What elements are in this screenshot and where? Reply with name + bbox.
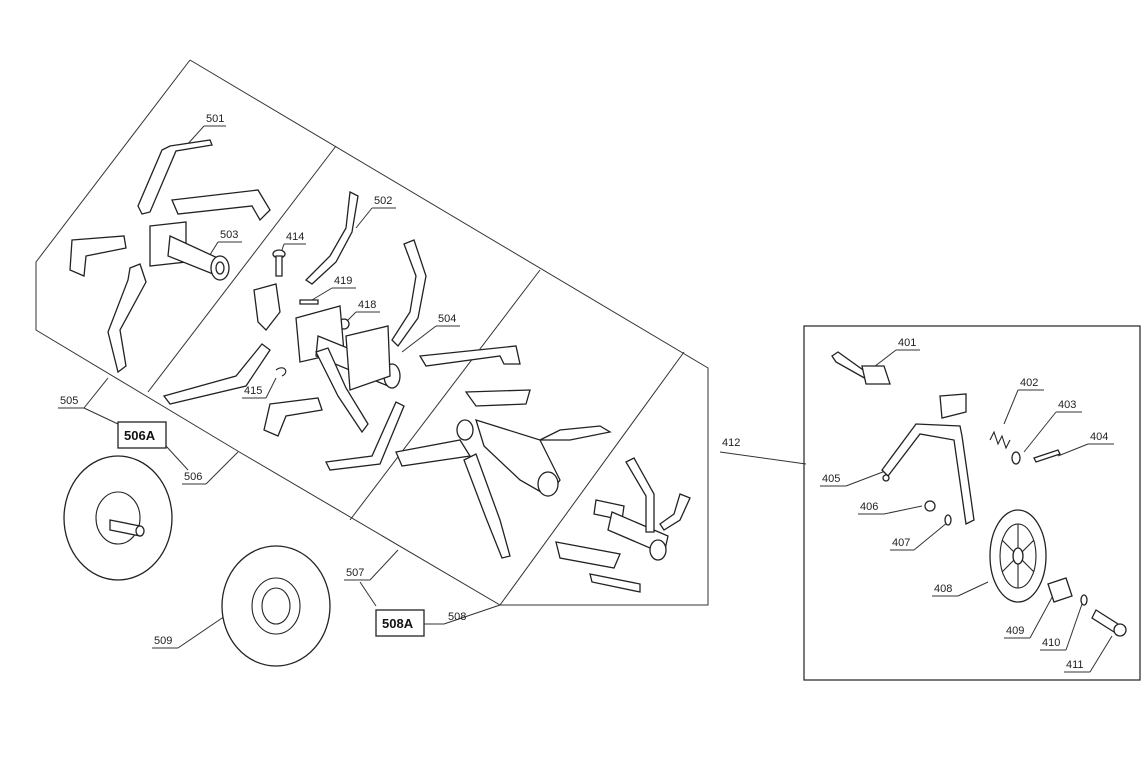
label-509: 509 (154, 635, 172, 647)
handle-401 (831, 351, 891, 385)
label-411: 411 (1066, 659, 1084, 671)
clip-415 (275, 367, 287, 377)
label-404: 404 (1090, 431, 1108, 443)
label-503: 503 (220, 229, 238, 241)
label-504: 504 (438, 313, 456, 325)
label-403: 403 (1058, 399, 1076, 411)
tine-bracket-lower-center (263, 397, 323, 437)
label-502: 502 (374, 195, 392, 207)
spring-402 (989, 430, 1011, 450)
label-507: 507 (346, 567, 364, 579)
spacer-409 (1047, 577, 1073, 603)
label-414: 414 (286, 231, 304, 243)
pin-419 (299, 299, 319, 305)
label-412: 412 (722, 437, 740, 449)
wheel-kit-leaders (820, 349, 1114, 673)
wheel-408 (989, 509, 1047, 603)
leader-lines (58, 125, 807, 649)
label-506A: 506A (124, 428, 156, 443)
pin-404 (1033, 449, 1061, 463)
washer-410 (1080, 594, 1088, 606)
label-508A: 508A (382, 616, 414, 631)
washer-403 (1011, 451, 1021, 465)
label-406: 406 (860, 501, 878, 513)
hub-504 (295, 305, 401, 391)
bracket-center (253, 283, 281, 331)
label-409: 409 (1006, 625, 1024, 637)
tine-blade-lower-left (107, 263, 147, 374)
label-407: 407 (892, 537, 910, 549)
disc-509 (221, 545, 331, 667)
label-418: 418 (358, 299, 376, 311)
label-405: 405 (822, 473, 840, 485)
box-508A (375, 609, 425, 637)
label-505: 505 (60, 395, 78, 407)
tine-blade-501 (137, 139, 213, 215)
label-508: 508 (448, 611, 466, 623)
nut-406 (924, 500, 936, 512)
bracket-405 (881, 393, 975, 525)
tine-blade-upper-left (171, 189, 271, 222)
tine-bracket-left (69, 235, 127, 277)
hub-503 (149, 221, 230, 281)
disc-506 (63, 455, 173, 581)
bolt-414 (272, 249, 286, 277)
tine-blade-right (418, 345, 521, 367)
tine-blade-right-center (391, 239, 427, 348)
label-408: 408 (934, 583, 952, 595)
label-501: 501 (206, 113, 224, 125)
washer-407 (944, 514, 952, 526)
tine-assembly-508 (555, 457, 691, 593)
tine-assembly-507 (395, 389, 612, 559)
label-402: 402 (1020, 377, 1038, 389)
tine-blade-lower-center (162, 343, 271, 405)
tine-blade-bottom-center (315, 347, 405, 471)
label-506: 506 (184, 471, 202, 483)
wheel-kit-frame (803, 325, 1141, 681)
bolt-411 (1091, 609, 1127, 637)
label-419: 419 (334, 275, 352, 287)
tine-assembly-frame (35, 59, 709, 606)
label-410: 410 (1042, 637, 1060, 649)
label-415: 415 (244, 385, 262, 397)
box-506A (117, 421, 167, 449)
tine-blade-502 (304, 191, 359, 285)
label-401: 401 (898, 337, 916, 349)
